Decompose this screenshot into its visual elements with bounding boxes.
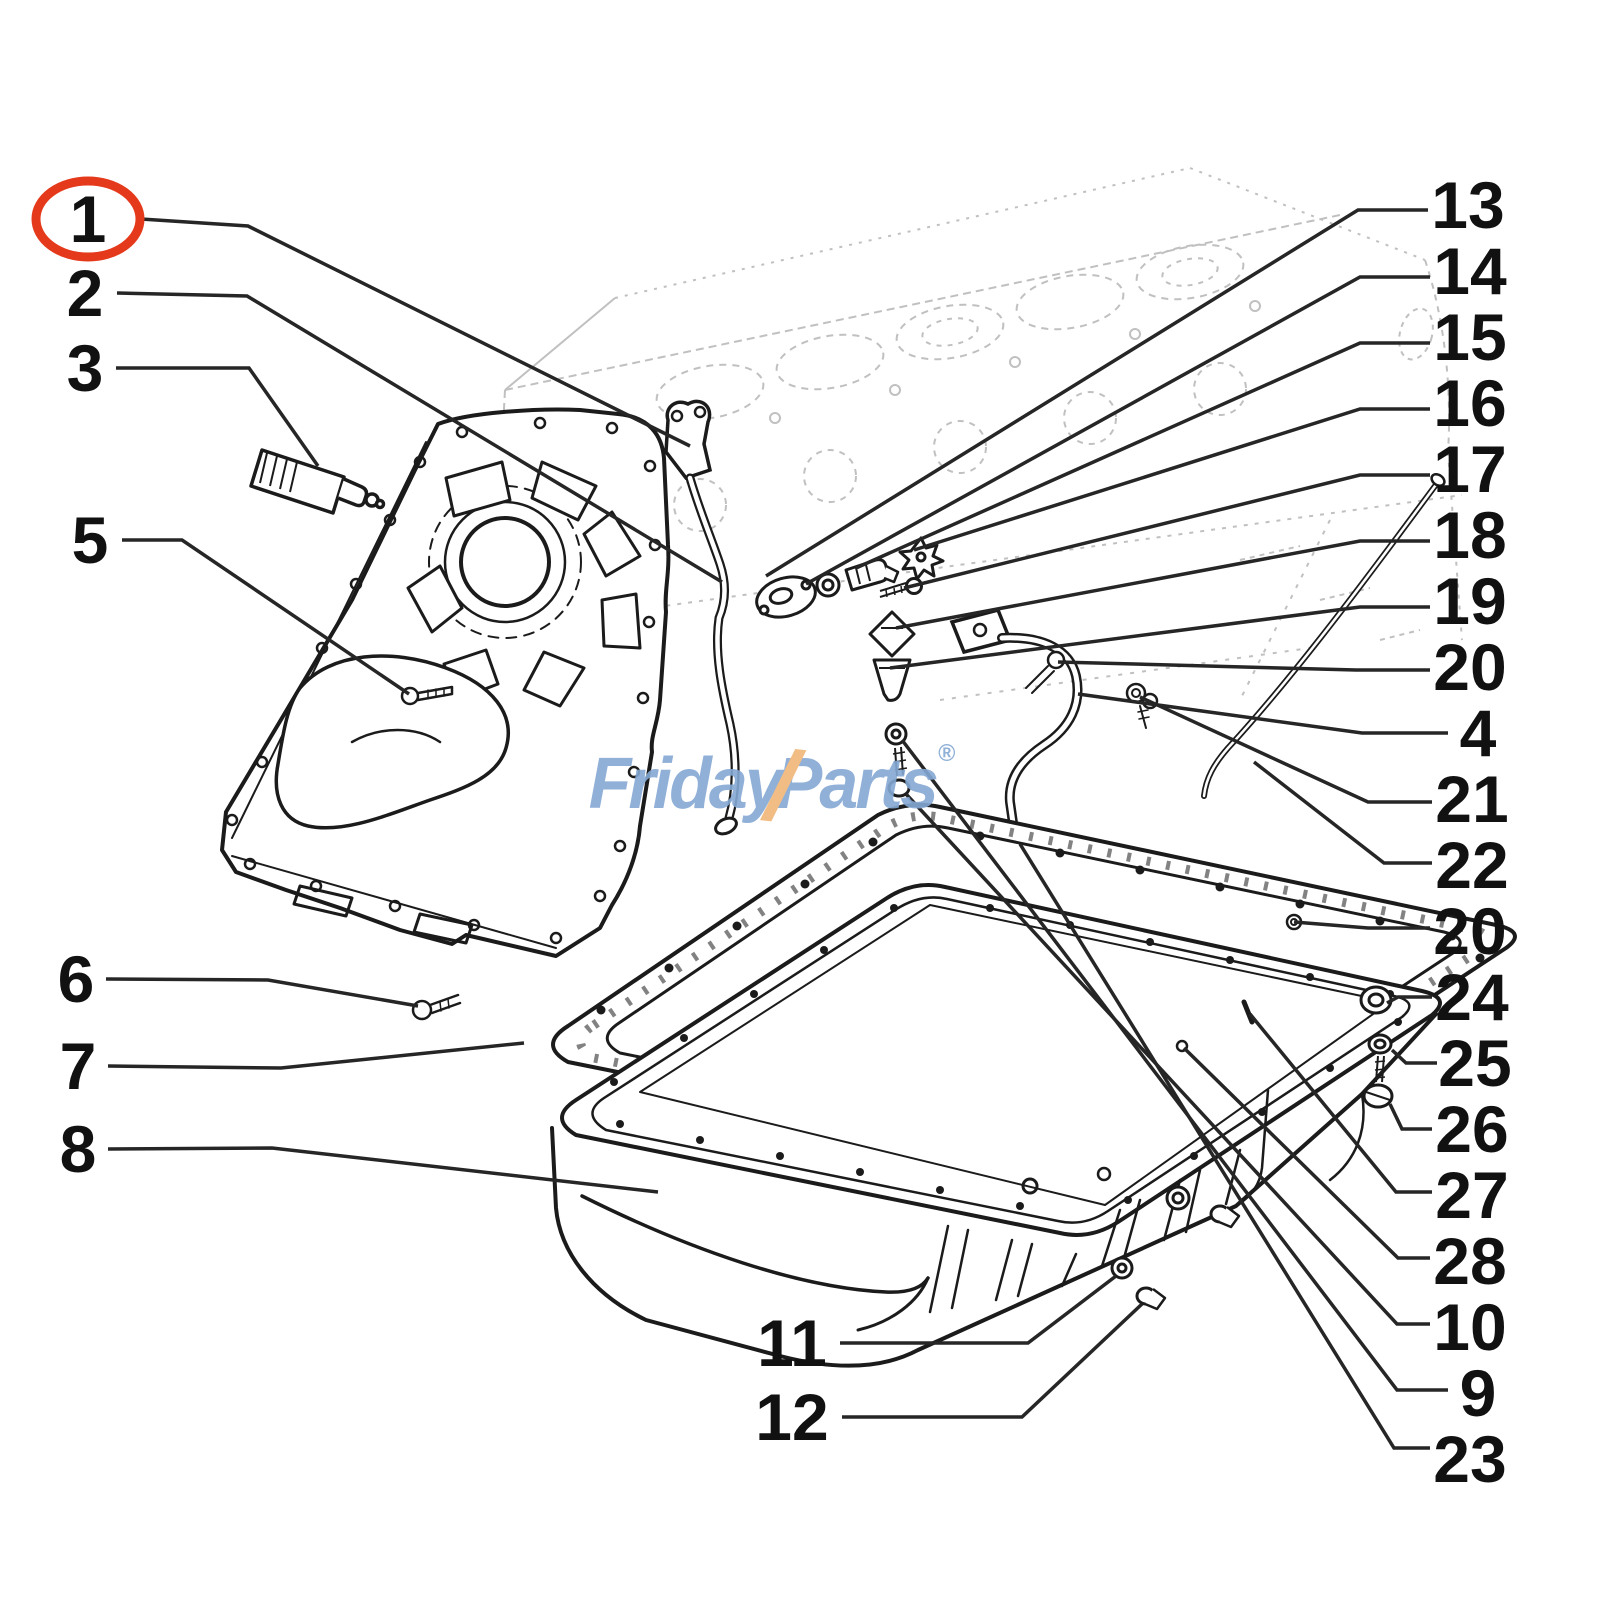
sealant-tube-drawing <box>249 448 386 515</box>
leader-line-25-22 <box>1390 1048 1437 1065</box>
leader-line-3-2 <box>116 366 320 468</box>
leader-line-12-8 <box>842 1302 1144 1419</box>
leader-line-9-27 <box>900 738 1448 1392</box>
leader-line-4-17 <box>1077 692 1448 735</box>
leader-line-7-5 <box>107 1041 525 1070</box>
leader-line-19-15 <box>889 605 1430 670</box>
part-number-13-9: 13 <box>1431 168 1504 242</box>
leader-line-20-20 <box>1293 920 1430 930</box>
leader-line-6-4 <box>105 977 419 1008</box>
part-number-22-19: 22 <box>1435 828 1508 902</box>
leader-line-17-13 <box>903 473 1430 590</box>
cover-bolt-icon <box>400 685 454 706</box>
leader-line-13-9 <box>765 208 1428 578</box>
timing-cover-drawing <box>220 407 671 958</box>
part-number-21-18: 21 <box>1435 762 1508 836</box>
part-number-10-26: 10 <box>1433 1290 1506 1364</box>
leader-line-23-28 <box>1018 843 1430 1450</box>
leader-line-20-16 <box>1057 660 1430 672</box>
part-number-19-15: 19 <box>1433 564 1506 638</box>
leader-line-27-24 <box>1248 1012 1432 1194</box>
leader-line-16-12 <box>913 407 1430 552</box>
part-number-20-20: 20 <box>1433 894 1506 968</box>
part-number-9-27: 9 <box>1460 1356 1497 1430</box>
leader-line-10-26 <box>904 792 1430 1326</box>
leader-line-24-21 <box>1386 995 1432 1005</box>
leader-lines-layer <box>105 208 1448 1450</box>
leader-line-5-3 <box>122 538 410 696</box>
pan-bolt-icon <box>411 993 462 1021</box>
part-number-16-12: 16 <box>1433 366 1506 440</box>
part-number-14-10: 14 <box>1433 234 1507 308</box>
leader-line-21-18 <box>1139 695 1432 804</box>
pan-rim-bolt-holes <box>610 904 1402 1210</box>
part-number-24-21: 24 <box>1435 960 1509 1034</box>
leader-line-18-14 <box>895 539 1430 630</box>
part-number-25-22: 25 <box>1438 1026 1511 1100</box>
part-number-15-11: 15 <box>1433 300 1506 374</box>
part-number-8-6: 8 <box>60 1112 97 1186</box>
part-number-6-4: 6 <box>58 942 95 1016</box>
part-number-3-2: 3 <box>67 331 104 405</box>
dipstick-tube-drawing <box>664 399 740 836</box>
leader-line-15-11 <box>855 341 1430 570</box>
leader-line-8-6 <box>107 1146 659 1194</box>
drain-plug-parts-drawing <box>1110 1185 1241 1311</box>
part-number-23-28: 23 <box>1433 1422 1506 1496</box>
leader-line-14-10 <box>805 275 1430 586</box>
part-number-7-5: 7 <box>60 1029 97 1103</box>
right-dipstick-tube-drawing <box>1201 473 1446 799</box>
part-number-20-16: 20 <box>1433 630 1506 704</box>
leader-line-26-23 <box>1388 1103 1432 1131</box>
highlight-circle <box>31 176 145 262</box>
part-number-4-17: 4 <box>1460 696 1497 770</box>
part-number-11-7: 11 <box>757 1306 827 1380</box>
part-number-27-24: 27 <box>1435 1158 1508 1232</box>
part-number-26-23: 26 <box>1435 1092 1508 1166</box>
part-number-18-14: 18 <box>1433 498 1506 572</box>
leader-line-11-7 <box>840 1274 1118 1345</box>
leader-line-1-0 <box>140 217 691 448</box>
leader-line-28-25 <box>1182 1046 1430 1260</box>
leader-line-2-1 <box>116 291 723 584</box>
callout-numbers-layer: 1235678111213141516171819204212220242526… <box>31 168 1512 1496</box>
bolt-washer-stack-drawing <box>1359 985 1394 1109</box>
leader-line-22-19 <box>1252 760 1432 865</box>
oil-pan-drawing <box>411 883 1442 1368</box>
part-number-12-8: 12 <box>755 1380 828 1454</box>
part-number-5-3: 5 <box>72 503 109 577</box>
part-number-2-1: 2 <box>67 256 104 330</box>
part-number-28-25: 28 <box>1433 1224 1506 1298</box>
part-number-17-13: 17 <box>1433 432 1506 506</box>
part-number-1-0: 1 <box>70 182 107 256</box>
